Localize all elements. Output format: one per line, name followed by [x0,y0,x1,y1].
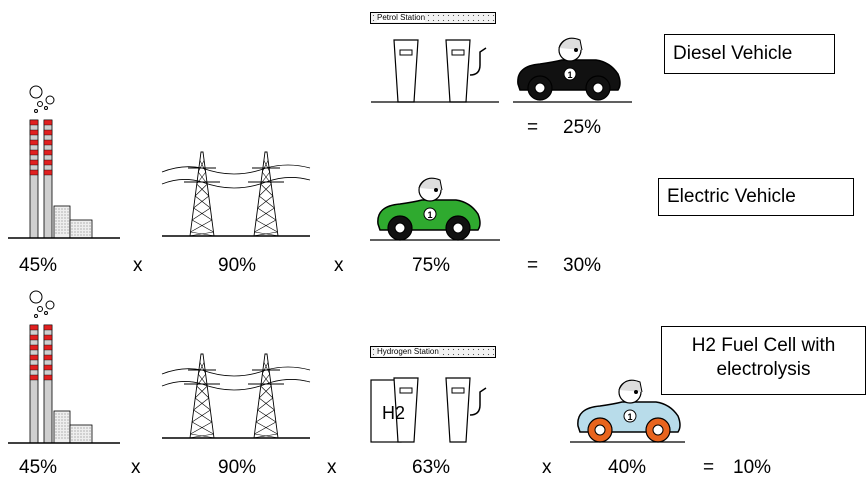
h2-multiply-1: x [131,457,141,478]
svg-text:1: 1 [428,210,433,220]
h2-result: 10% [733,457,772,478]
h2-fuel-cell-label: H2 Fuel Cell with electrolysis [661,326,866,395]
electric-grid-efficiency: 90% [218,255,257,276]
diesel-vehicle-label: Diesel Vehicle [664,34,835,74]
electric-vehicle-efficiency: 75% [412,255,451,276]
h2-multiply-2: x [327,457,337,478]
h2-equals: = [703,457,715,478]
diesel-result: 25% [563,117,602,138]
h2-label-line1: H2 Fuel Cell with [691,335,836,356]
petrol-pump-icon [371,39,499,103]
svg-text:1: 1 [628,412,633,422]
race-car-icon: 1 [370,177,500,241]
petrol-station-text: Petrol Station [377,13,426,22]
h2-tank-label: H2 [382,403,406,423]
electric-equals: = [527,255,539,276]
race-car-icon: 1 [513,37,632,103]
electric-vehicle-text: Electric Vehicle [667,186,796,207]
electric-multiply-1: x [133,255,143,276]
race-car-icon: 1 [570,379,685,443]
electric-result: 30% [563,255,602,276]
h2-station-efficiency: 63% [412,457,451,478]
power-line-icon [161,353,311,439]
hydrogen-station-sign: Hydrogen Station [370,346,496,358]
h2-label-line2: electrolysis [716,359,811,380]
power-plant-icon [8,290,120,444]
h2-multiply-3: x [542,457,552,478]
h2-vehicle-efficiency: 40% [608,457,647,478]
hydrogen-station-text: Hydrogen Station [377,347,439,356]
svg-text:1: 1 [568,70,573,80]
h2-grid-efficiency: 90% [218,457,257,478]
power-plant-icon [8,85,120,239]
electric-plant-efficiency: 45% [19,255,58,276]
power-line-icon [161,151,311,237]
electric-multiply-2: x [334,255,344,276]
diesel-vehicle-text: Diesel Vehicle [673,43,793,64]
hydrogen-pump-icon [370,377,487,443]
electric-vehicle-label: Electric Vehicle [658,178,854,216]
petrol-station-sign: Petrol Station [370,12,496,24]
diesel-equals: = [527,117,539,138]
h2-plant-efficiency: 45% [19,457,58,478]
